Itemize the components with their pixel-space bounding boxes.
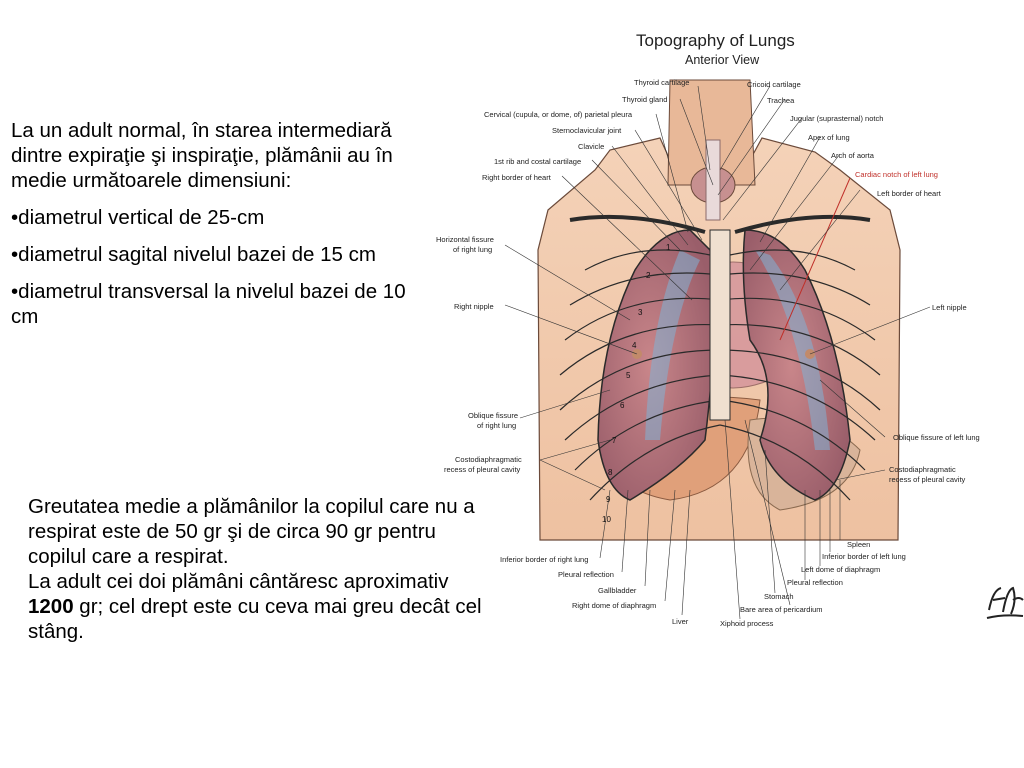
label-gallbladder: Gallbladder <box>598 586 637 595</box>
artist-signature-icon <box>986 586 1024 619</box>
anatomy-illustration: 1 2 3 4 5 6 7 8 9 10 <box>504 79 931 620</box>
leader-lines <box>504 85 931 620</box>
label-oblique-fissure-left: Oblique fissure of left lung <box>893 433 980 442</box>
label-pleural-reflection-left: Pleural reflection <box>787 578 843 587</box>
weight-value: 1200 <box>28 595 74 618</box>
label-left-nipple: Left nipple <box>932 303 967 312</box>
label-apex-lung: Apex of lung <box>808 133 850 142</box>
weight-text-after: gr; cel drept este cu ceva mai greu decâ… <box>28 595 482 643</box>
ribs <box>559 249 881 501</box>
rib-number-2: 2 <box>646 271 651 280</box>
rib-number-4: 4 <box>632 341 637 350</box>
neck <box>667 79 756 186</box>
bullet-vertical: •diametrul vertical de 25-cm <box>11 206 265 229</box>
label-costodiaphragmatic-left: Costodiaphragmatic <box>889 465 956 474</box>
weight-paragraph-1: Greutatea medie a plămânilor la copilul … <box>28 495 475 568</box>
pleura-left <box>755 250 830 450</box>
label-inferior-border-right: Inferior border of right lung <box>500 555 589 564</box>
label-xiphoid-process: Xiphoid process <box>720 619 774 628</box>
rib-number-10: 10 <box>602 515 611 524</box>
label-jugular-notch: Jugular (suprasternal) notch <box>790 114 884 123</box>
cardiac-notch-line <box>779 177 851 341</box>
label-inferior-border-left: Inferior border of left lung <box>822 552 906 561</box>
figure-title: Topography of Lungs <box>636 31 795 50</box>
sternum <box>709 229 731 421</box>
label-cricoid-cartilage: Cricoid cartilage <box>747 80 801 89</box>
pleura-right <box>645 250 700 440</box>
label-spleen: Spleen <box>847 540 871 549</box>
label-recess-left: recess of pleural cavity <box>889 475 966 484</box>
label-clavicle: Clavicle <box>578 142 605 151</box>
label-sternoclavicular-joint: Sternoclavicular joint <box>552 126 622 135</box>
intro-paragraph: La un adult normal, în starea intermedia… <box>11 119 393 192</box>
trachea <box>705 139 721 221</box>
label-right-nipple: Right nipple <box>454 302 494 311</box>
label-bare-area-pericardium: Bare area of pericardium <box>740 605 823 614</box>
label-first-rib: 1st rib and costal cartilage <box>494 157 582 166</box>
label-right-border-heart: Right border of heart <box>482 173 551 182</box>
rib-number-1: 1 <box>666 243 671 252</box>
label-cervical-pleura: Cervical (cupula, or dome, of) parietal … <box>484 110 632 119</box>
rib-number-5: 5 <box>626 371 631 380</box>
weight-text: Greutatea medie a plămânilor la copilul … <box>28 494 498 644</box>
label-stomach: Stomach <box>764 592 794 601</box>
rib-numbers: 1 2 3 4 5 6 7 8 9 10 <box>602 243 671 524</box>
rib-number-6: 6 <box>620 401 625 410</box>
rib-number-7: 7 <box>612 436 617 445</box>
label-recess-right: recess of pleural cavity <box>444 465 521 474</box>
label-horizontal-fissure: Horizontal fissure <box>436 235 494 244</box>
label-thyroid-cartilage: Thyroid cartilage <box>634 78 690 87</box>
label-cardiac-notch: Cardiac notch of left lung <box>855 170 938 179</box>
label-horizontal-fissure-2: of right lung <box>453 245 493 254</box>
label-trachea: Trachea <box>767 96 795 105</box>
rib-number-3: 3 <box>638 308 643 317</box>
right-clavicle <box>569 214 706 234</box>
weight-text-before: La adult cei doi plămâni cântăresc aprox… <box>28 570 449 593</box>
bullet-sagittal: •diametrul sagital nivelul bazei de 15 c… <box>11 243 376 266</box>
lung-topography-figure: 1 2 3 4 5 6 7 8 9 10 Topography of Lungs… <box>420 20 1024 640</box>
left-clavicle <box>734 214 871 234</box>
label-left-dome-diaphragm: Left dome of diaphragm <box>801 565 881 574</box>
label-liver: Liver <box>672 617 689 626</box>
label-thyroid-gland: Thyroid gland <box>622 95 668 104</box>
label-oblique-fissure-right: Oblique fissure <box>468 411 519 420</box>
rib-number-9: 9 <box>606 495 611 504</box>
label-pleural-reflection-right: Pleural reflection <box>558 570 614 579</box>
weight-paragraph-2: La adult cei doi plămâni cântăresc aprox… <box>28 569 498 644</box>
figure-subtitle: Anterior View <box>685 53 760 67</box>
label-oblique-fissure-right-2: of right lung <box>477 421 517 430</box>
label-arch-aorta: Arch of aorta <box>831 151 874 160</box>
label-right-dome-diaphragm: Right dome of diaphragm <box>572 601 657 610</box>
rib-number-8: 8 <box>608 468 613 477</box>
label-costodiaphragmatic-right: Costodiaphragmatic <box>455 455 522 464</box>
bullet-transversal: •diametrul transversal la nivelul bazei … <box>11 280 406 328</box>
dimensions-text: La un adult normal, în starea intermedia… <box>11 118 431 341</box>
label-left-border-heart: Left border of heart <box>877 189 941 198</box>
